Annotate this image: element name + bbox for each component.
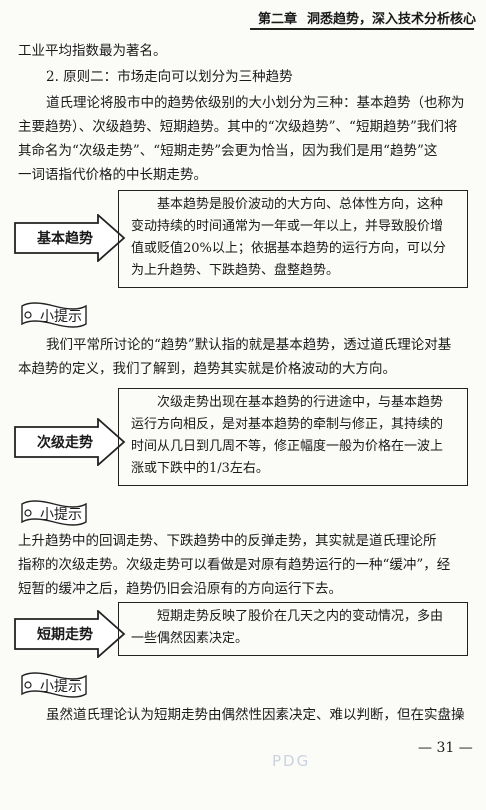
intro-line: 主要趋势）、次级趋势、短期趋势。其中的“次级趋势”、“短期趋势”我们将 — [18, 119, 458, 135]
section-arrow-short-term-move: 短期走势 — [14, 610, 126, 658]
box-line: 涨或下跌中的1/3左右。 — [131, 461, 269, 476]
intro-line: 道氏理论将股市中的趋势依级别的大小划分为三种：基本趋势（也称为 — [46, 95, 465, 111]
right-arrow-icon — [14, 418, 126, 466]
hint-scroll-icon — [21, 302, 87, 328]
subheading: 2. 原则二：市场走向可以划分为三种趋势 — [46, 69, 293, 85]
box-line: 变动持续的时间通常为一年或一年以上，并导致股价增 — [131, 219, 444, 234]
definition-box-basic-trend: 基本趋势是股价波动的大方向、总体性方向，这种 变动持续的时间通常为一年或一年以上… — [118, 190, 468, 288]
hint-line: 短暂的缓冲之后，趋势仍旧会沿原有的方向运行下去。 — [18, 581, 342, 597]
running-header: 第二章 洞悉趋势，深入技术分析核心 — [250, 6, 477, 30]
section-label: 短期走势 — [37, 627, 93, 643]
definition-box-secondary-move: 次级走势出现在基本趋势的行进途中，与基本趋势 运行方向相反，是对基本趋势的牵制与… — [118, 388, 468, 486]
box-line: 值或贬值20%以上；依据基本趋势的运行方向，可以分 — [131, 241, 446, 256]
section-label: 次级走势 — [37, 435, 93, 451]
chapter-title: 洞悉趋势，深入技术分析核心 — [307, 11, 477, 27]
hint-line: 本趋势的定义，我们了解到，趋势其实就是价格波动的大方向。 — [18, 361, 396, 377]
hint-line: 上升趋势中的回调走势、下跌趋势中的反弹走势，其实就是道氏理论所 — [18, 533, 437, 549]
section-label: 基本趋势 — [37, 231, 93, 247]
hint-badge: 小提示 — [18, 302, 90, 328]
intro-line: 其命名为“次级走势”、“短期走势”会更为恰当，因为我们是用“趋势”这 — [18, 143, 438, 159]
definition-box-short-term-move: 短期走势反映了股价在几天之内的变动情况，多由 一些偶然因素决定。 — [118, 602, 468, 656]
box-line: 为上升趋势、下跌趋势、盘整趋势。 — [131, 263, 340, 278]
box-line: 时间从几日到几周不等，修正幅度一般为价格在一波上 — [131, 439, 444, 454]
hint-label: 小提示 — [40, 507, 82, 523]
box-line: 运行方向相反，是对基本趋势的牵制与修正，其持续的 — [131, 417, 444, 432]
hint-label: 小提示 — [40, 679, 82, 695]
hint-line: 我们平常所讨论的“趋势”默认指的就是基本趋势，透过道氏理论对基 — [46, 337, 452, 353]
section-arrow-secondary-move: 次级走势 — [14, 418, 126, 466]
hint-line: 虽然道氏理论认为短期走势由偶然性因素决定、难以判断，但在实盘操 — [46, 707, 465, 723]
hint-badge: 小提示 — [18, 500, 90, 526]
hint-badge: 小提示 — [18, 672, 90, 698]
box-line: 基本趋势是股价波动的大方向、总体性方向，这种 — [157, 197, 444, 212]
box-line: 次级走势出现在基本趋势的行进途中，与基本趋势 — [157, 395, 444, 410]
hint-line: 指称的次级走势。次级走势可以看做是对原有趋势运行的一种“缓冲”，经 — [18, 557, 451, 573]
para-top: 工业平均指数最为著名。 — [18, 43, 167, 59]
box-line: 短期走势反映了股价在几天之内的变动情况，多由 — [157, 609, 444, 624]
box-line: 一些偶然因素决定。 — [131, 631, 249, 646]
page-number: — 31 — — [418, 740, 473, 756]
hint-scroll-icon — [21, 500, 87, 526]
right-arrow-icon — [14, 610, 126, 658]
intro-line: 一词语指代价格的中长期走势。 — [18, 167, 207, 183]
hint-label: 小提示 — [40, 309, 82, 325]
hint-scroll-icon — [21, 672, 87, 698]
right-arrow-icon — [14, 214, 126, 262]
section-arrow-basic-trend: 基本趋势 — [14, 214, 126, 262]
chapter-number: 第二章 — [258, 11, 298, 27]
watermark: PDG — [272, 752, 311, 770]
